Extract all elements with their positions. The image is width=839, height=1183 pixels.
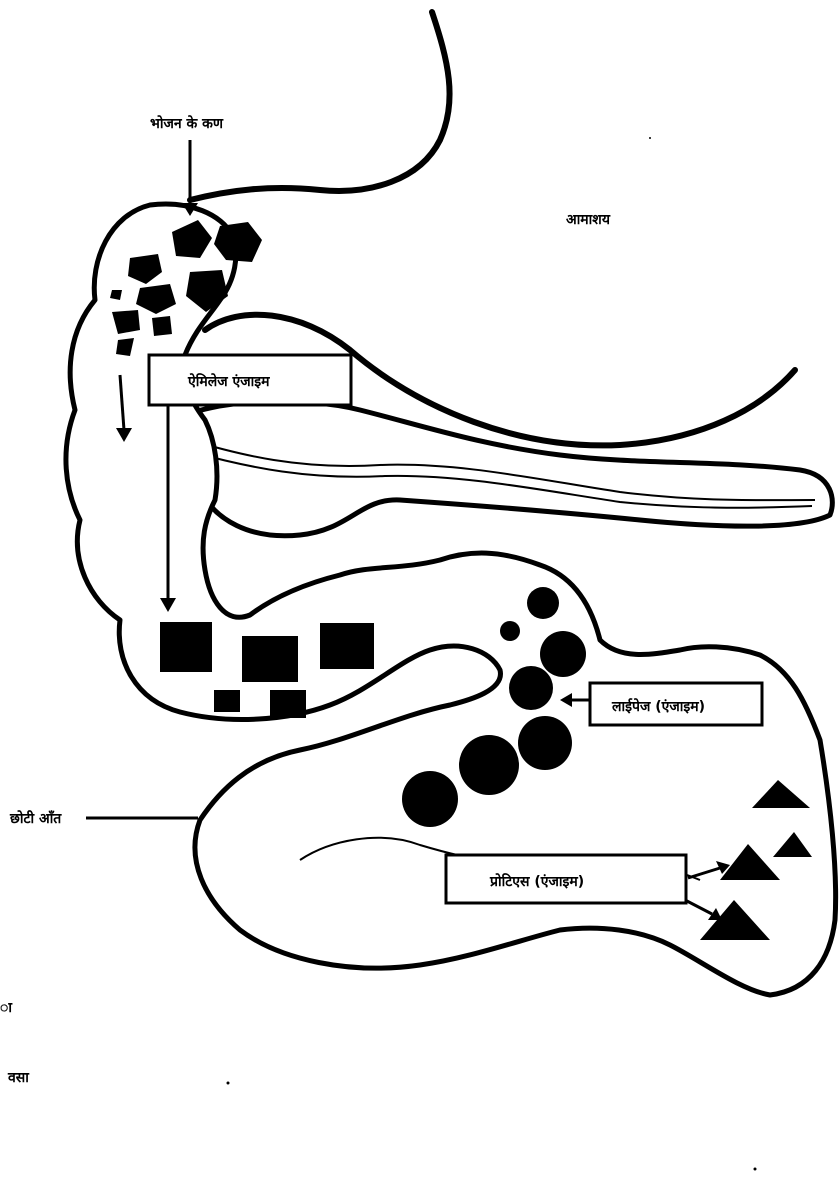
scan-speck [649, 137, 651, 139]
fat-circle [518, 716, 572, 770]
food-particle [152, 316, 172, 336]
stomach-wall [190, 12, 450, 200]
stomach-label: आमाशय [566, 212, 611, 228]
starch-square [160, 622, 212, 672]
amylase-label: ऐमिलेज एंजाइम [187, 373, 270, 390]
fat-fragment-label: वसा [7, 1070, 30, 1086]
pancreas [175, 401, 832, 535]
protease-label: प्रोटिएस (एंजाइम) [489, 873, 584, 890]
fat-circle [527, 587, 559, 619]
left-fragment-label: ा [0, 1000, 13, 1016]
starch-square [242, 636, 298, 682]
starch-square [270, 690, 306, 718]
fat-circle [500, 621, 520, 641]
fat-circle [402, 771, 458, 827]
starch-square [214, 690, 240, 712]
small-intestine-label: छोटी आँत [9, 810, 62, 827]
fat-circle [459, 735, 519, 795]
scan-speck [227, 1082, 230, 1085]
fat-circle [540, 631, 586, 677]
food-particles-label: भोजन के कण [150, 115, 224, 132]
fat-circle [509, 666, 553, 710]
scan-speck [754, 1168, 757, 1171]
starch-square [320, 623, 374, 669]
lipase-label: लाईपेज (एंजाइम) [611, 698, 705, 715]
